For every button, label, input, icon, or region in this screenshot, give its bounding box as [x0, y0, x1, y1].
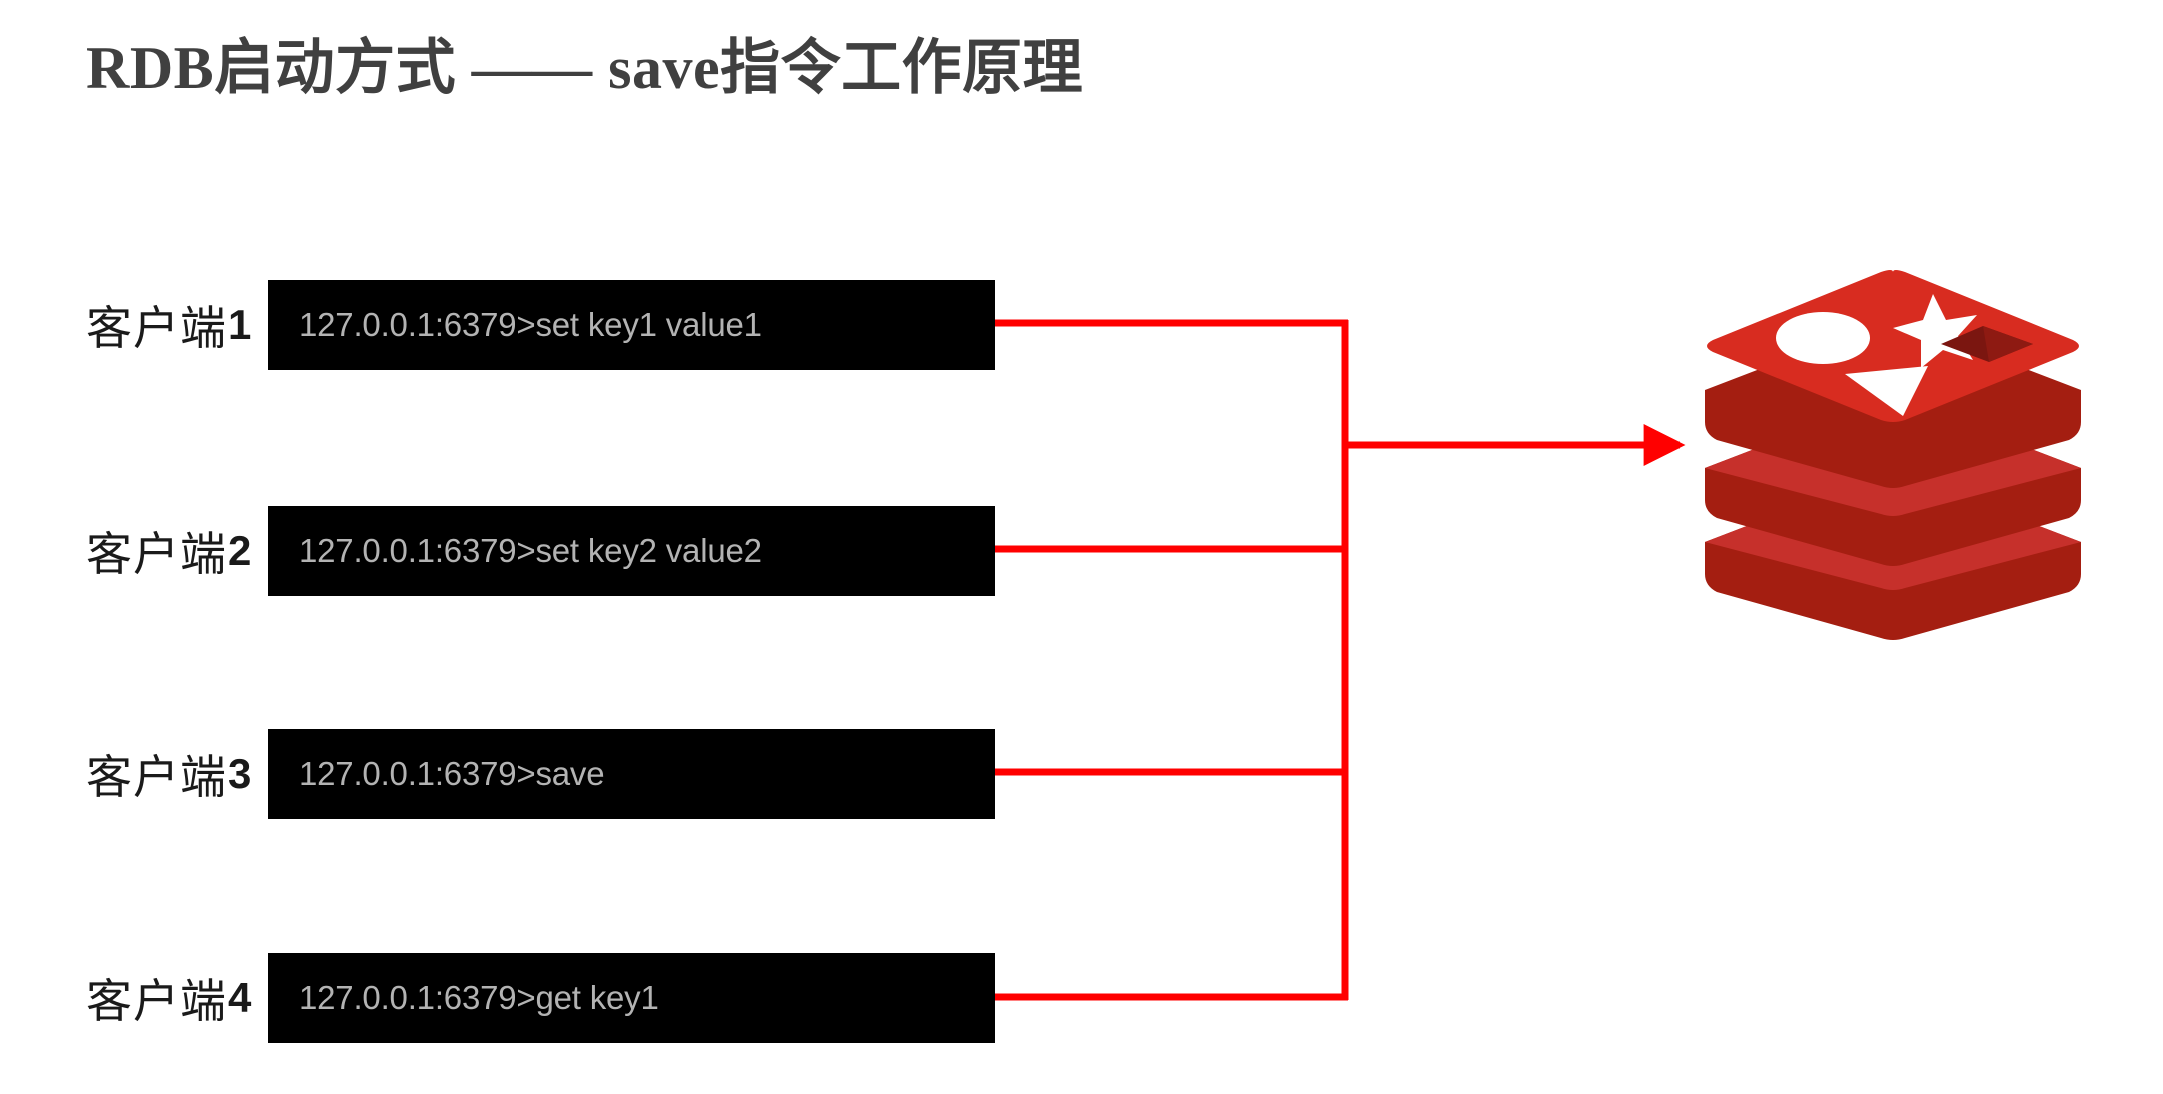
client-label: 客户端 2 [86, 506, 251, 596]
terminal-window[interactable]: 127.0.0.1:6379>set key2 value2 [268, 506, 995, 596]
terminal-window[interactable]: 127.0.0.1:6379>save [268, 729, 995, 819]
terminal-command-text: 127.0.0.1:6379>save [299, 755, 605, 792]
client-label-text: 客户端 [86, 303, 227, 354]
redis-triangle-icon [1845, 366, 1928, 416]
terminal-window[interactable]: 127.0.0.1:6379>set key1 value1 [268, 280, 995, 370]
page-title: RDB启动方式 —— save指令工作原理 [86, 35, 1084, 101]
redis-server-logo [1705, 270, 2081, 640]
terminal-window[interactable]: 127.0.0.1:6379>get key1 [268, 953, 995, 1043]
terminal-command-text: 127.0.0.1:6379>get key1 [299, 979, 659, 1016]
client-label-number: 4 [228, 974, 252, 1021]
redis-diamond-shadow-icon [1983, 326, 2033, 362]
client-label-number: 1 [228, 301, 252, 348]
terminal-command-text: 127.0.0.1:6379>set key2 value2 [299, 532, 762, 569]
redis-ellipse-icon [1776, 312, 1870, 364]
terminal-command-text: 127.0.0.1:6379>set key1 value1 [299, 306, 762, 343]
client-label: 客户端 4 [86, 953, 251, 1043]
client-label-text: 客户端 [86, 752, 227, 803]
client-label-number: 2 [228, 527, 252, 574]
client-label: 客户端 1 [86, 280, 251, 370]
client-label-text: 客户端 [86, 529, 227, 580]
client-label: 客户端 3 [86, 729, 251, 819]
client-label-number: 3 [228, 750, 252, 797]
client-label-text: 客户端 [86, 976, 227, 1027]
